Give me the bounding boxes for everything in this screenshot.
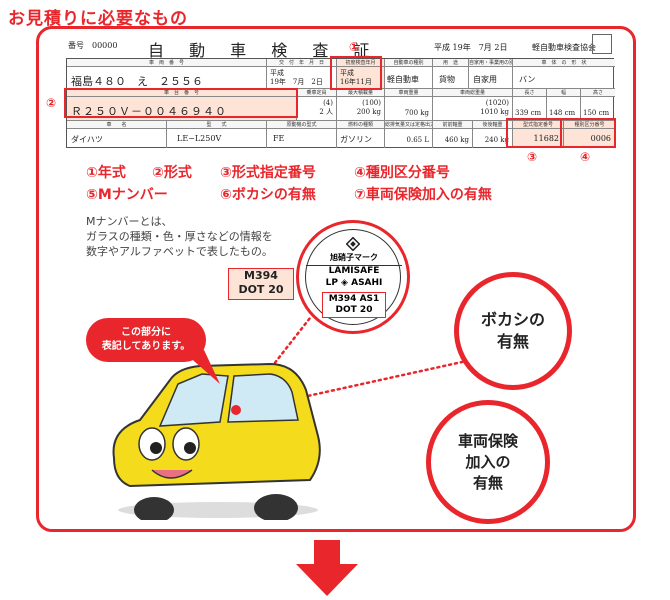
- hdr-length: 長さ: [513, 89, 547, 97]
- hdr-gross: 車両総重量: [433, 89, 513, 97]
- marker-2: ②: [46, 96, 57, 110]
- val-purpose: 自家用: [469, 67, 513, 89]
- lp-asahi-label: LP ◈ ASAHI: [325, 278, 383, 288]
- hdr-model: 型 式: [167, 121, 267, 129]
- callout-tail: [186, 350, 220, 384]
- marker-3: ③: [527, 150, 538, 164]
- m-number-box: M394 DOT 20: [228, 268, 294, 300]
- legend-bokashi: ⑥ボカシの有無: [220, 187, 316, 203]
- val-max-load: (100) 200 kg: [337, 97, 385, 121]
- val-weight: 700 kg: [385, 97, 433, 121]
- m-number-code-box: M394 AS1 DOT 20: [322, 292, 386, 318]
- hdr-height: 高さ: [581, 89, 615, 97]
- hdr-rear-axle: 後後軸重: [473, 121, 513, 129]
- val-issue-date: 平成 19年 7月 2日: [267, 67, 337, 89]
- insurance-circle: 車両保険 加入の 有無: [426, 400, 550, 524]
- vehicle-certificate: 番号 00000 自 動 車 検 査 証 平成 19年 7月 2日 軽自動車検査…: [62, 34, 618, 150]
- legend-insurance: ⑦車両保険加入の有無: [354, 187, 492, 203]
- val-expiry-era: 平成: [340, 69, 354, 77]
- highlight-year-box: [330, 56, 382, 90]
- legend-type-no: ③形式指定番号: [220, 165, 316, 181]
- hdr-displacement: 総排気量又は定格出力: [385, 121, 433, 129]
- hdr-purpose: 自家用・事業用の別: [469, 59, 513, 67]
- marker-4: ④: [580, 150, 591, 164]
- certificate-issued: 平成 19年 7月 2日: [434, 43, 508, 52]
- glass-mark-inner: 旭硝子マーク LAMISAFE LP ◈ ASAHI M394 AS1 DOT …: [305, 229, 402, 325]
- page-title: お見積りに必要なもの: [8, 9, 188, 29]
- desc-line-1: Mナンバーとは、: [86, 215, 173, 228]
- val-fuel: ガソリン: [337, 129, 385, 148]
- certificate-name: 自 動 車 検 査 証: [148, 41, 380, 60]
- bokashi-line-2: 有無: [496, 332, 529, 351]
- val-issue-era: 平成: [270, 69, 284, 77]
- lamisafe-label: LAMISAFE: [328, 266, 380, 276]
- hdr-capacity: 乗車定員: [297, 89, 337, 97]
- val-rear-axle: 240 kg: [473, 129, 513, 148]
- hdr-fuel: 燃料の種類: [337, 121, 385, 129]
- hdr-kind: 自動車の種別: [385, 59, 433, 67]
- val-body: バン: [513, 67, 615, 89]
- glass-mark-badge: 旭硝子マーク LAMISAFE LP ◈ ASAHI M394 AS1 DOT …: [296, 220, 410, 334]
- asahi-mark-label: 旭硝子マーク: [306, 252, 402, 266]
- badge-code-1: M394 AS1: [328, 294, 380, 304]
- val-length: 339 cm: [513, 97, 547, 121]
- legend-year: ①年式: [86, 165, 126, 181]
- desc-line-3: 数字やアルファベットで表したもの。: [86, 245, 273, 258]
- hdr-front-axle: 前前軸重: [433, 121, 473, 129]
- hdr-issue-date: 交 付 年 月 日: [267, 59, 337, 67]
- hdr-maker: 車 名: [67, 121, 167, 129]
- certificate-table: 車 両 番 号 交 付 年 月 日 初度検査年月 自動車の種別 用 途 自家用・…: [66, 58, 615, 148]
- val-type-no: 11682: [513, 129, 564, 148]
- hdr-engine: 原動機の型式: [267, 121, 337, 129]
- insurance-line-2: 加入の: [465, 452, 511, 471]
- val-kind: 軽自動車: [385, 67, 433, 89]
- legend-class-no: ④種別区分番号: [354, 165, 450, 181]
- hdr-type-no: 型式指定番号: [513, 121, 564, 129]
- highlight-class-no-box: [560, 118, 616, 148]
- val-capacity: (4) 2 人: [297, 97, 337, 121]
- m-number-line-1: M394: [244, 269, 278, 282]
- badge-code-2: DOT 20: [335, 305, 373, 315]
- val-front-axle: 460 kg: [433, 129, 473, 148]
- seal-box: [592, 34, 612, 54]
- legend-m-number: ⑤Mナンバー: [86, 187, 168, 203]
- callout-bubble: この部分に 表記してあります。: [86, 318, 206, 362]
- val-class-no: 0006: [564, 129, 615, 148]
- hdr-class-no: 種別区分番号: [564, 121, 615, 129]
- hdr-expiry: 初度検査年月: [337, 59, 385, 67]
- m-number-line-2: DOT 20: [238, 283, 284, 296]
- bokashi-line-1: ボカシの: [480, 310, 545, 329]
- m-number-description: Mナンバーとは、 ガラスの種類・色・厚さなどの情報を 数字やアルファベットで表し…: [86, 214, 273, 259]
- hdr-body: 車 体 の 形 状: [513, 59, 615, 67]
- hdr-reg-no: 車 両 番 号: [67, 59, 267, 67]
- arrow-down-icon: [296, 540, 358, 596]
- certificate-number: 番号 00000: [68, 41, 118, 50]
- val-width: 148 cm: [547, 97, 581, 121]
- hdr-max-load: 最大積載量: [337, 89, 385, 97]
- val-displacement: 0.65 L: [385, 129, 433, 148]
- insurance-line-3: 有無: [472, 473, 503, 492]
- certificate-issuer: 軽自動車検査協会: [532, 43, 596, 52]
- highlight-model-box: [64, 88, 298, 118]
- val-model: LE−L250V: [167, 129, 267, 148]
- insurance-line-1: 車両保険: [457, 431, 518, 450]
- legend-model: ②形式: [152, 165, 192, 181]
- callout-line-2: 表記してあります。: [101, 341, 191, 352]
- val-issue-md: 19年 7月 2日: [270, 78, 323, 86]
- val-use: 貨物: [433, 67, 469, 89]
- val-height: 150 cm: [581, 97, 615, 121]
- bokashi-circle: ボカシの 有無: [454, 272, 572, 390]
- callout-line-1: この部分に: [121, 327, 171, 338]
- car-illustration: [112, 362, 321, 520]
- val-expiry-md: 16年11月: [340, 78, 372, 86]
- hdr-weight: 車両重量: [385, 89, 433, 97]
- marker-1: ①: [349, 40, 360, 54]
- val-gross: (1020) 1010 kg: [433, 97, 513, 121]
- val-maker: ダイハツ: [67, 129, 167, 148]
- hdr-use: 用 途: [433, 59, 469, 67]
- asahi-logo-icon: [345, 236, 361, 252]
- val-engine: FE: [267, 129, 337, 148]
- desc-line-2: ガラスの種類・色・厚さなどの情報を: [86, 230, 273, 243]
- hdr-width: 幅: [547, 89, 581, 97]
